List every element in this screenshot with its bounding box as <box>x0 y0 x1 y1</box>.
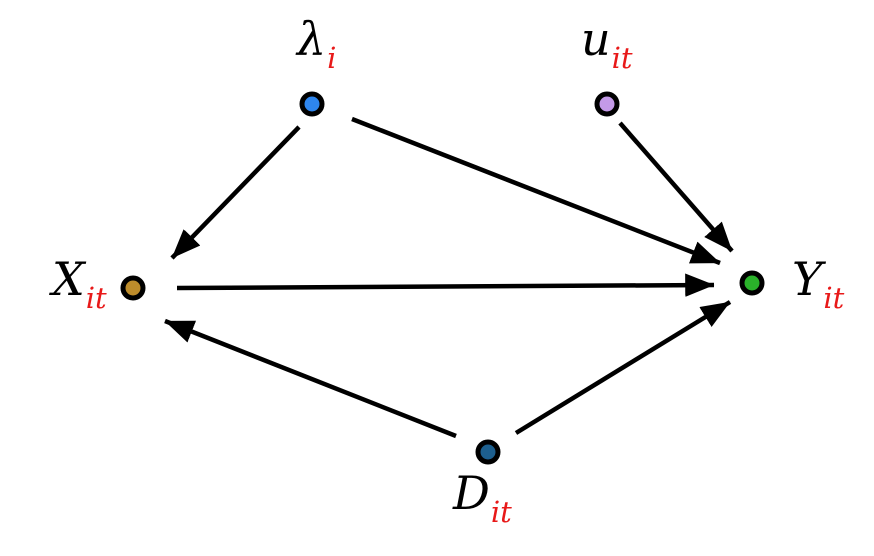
label-y-it-main: Y <box>792 252 823 306</box>
edge-lambda-to-X <box>170 125 301 260</box>
edge-layer <box>164 116 734 439</box>
node-D_it <box>475 439 501 465</box>
label-u-it-subscript: it <box>611 41 633 75</box>
label-u-it-main: u <box>581 12 611 66</box>
edge-u-to-Y <box>618 121 734 253</box>
label-x-it-main: X <box>52 252 85 306</box>
edge-D-to-Y <box>514 300 732 435</box>
label-d-it-main: D <box>453 466 490 520</box>
label-y-it-subscript: it <box>823 281 845 315</box>
label-lambda-i-subscript: i <box>327 41 337 75</box>
label-u-it: uit <box>581 16 633 73</box>
label-d-it-subscript: it <box>490 495 512 529</box>
edge-X-to-Y <box>176 273 715 297</box>
label-d-it: Dit <box>453 470 512 527</box>
node-layer <box>120 91 765 465</box>
node-u_it <box>594 91 620 117</box>
node-X_it <box>120 275 146 301</box>
label-lambda-i-main: λ <box>297 12 327 66</box>
edge-D-to-X <box>164 318 457 439</box>
label-x-it: Xit <box>52 256 107 313</box>
node-Y_it <box>739 270 765 296</box>
label-lambda-i: λi <box>297 16 336 73</box>
label-x-it-subscript: it <box>85 281 107 315</box>
edge-lambda-to-Y <box>351 116 721 266</box>
label-y-it: Yit <box>792 256 844 313</box>
node-lambda_i <box>299 91 325 117</box>
